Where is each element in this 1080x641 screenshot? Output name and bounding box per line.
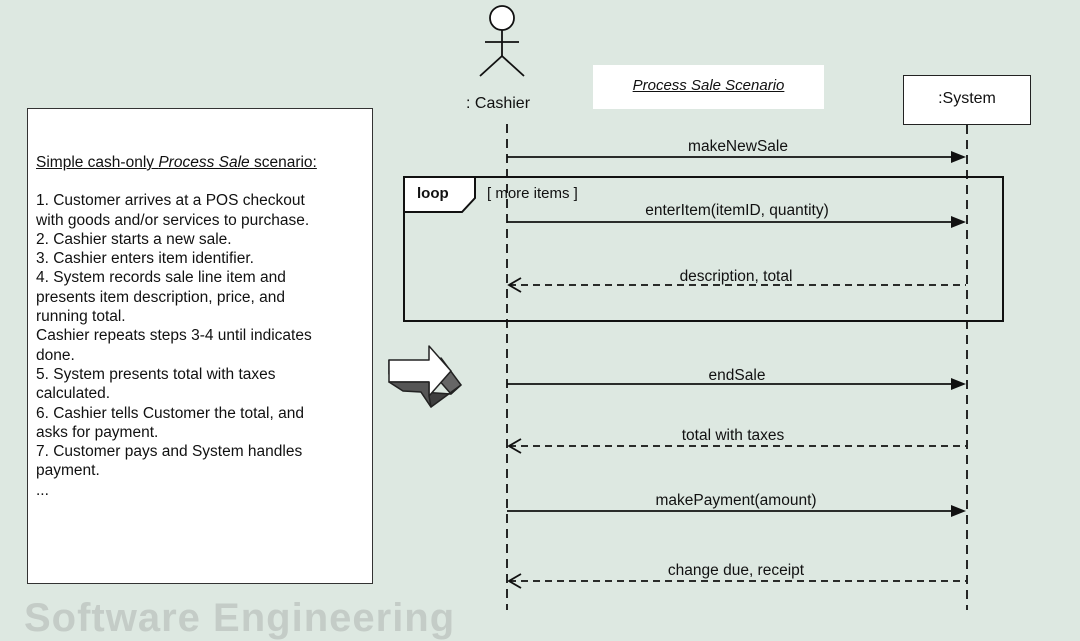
- scenario-step: 2. Cashier starts a new sale.: [36, 230, 232, 248]
- return-description-total-arrow: [507, 277, 966, 293]
- right-arrow-icon: [388, 345, 462, 408]
- loop-tag-pentagon: [403, 176, 476, 213]
- message-make-new-sale-label: makeNewSale: [688, 138, 788, 155]
- diagram-title: Process Sale Scenario: [593, 65, 824, 109]
- scenario-step: 6. Cashier tells Customer the total, and…: [36, 404, 304, 441]
- sequence-diagram: [388, 5, 1004, 610]
- scenario-text-box: Simple cash-only Process Sale scenario: …: [27, 108, 373, 584]
- loop-guard-label: [ more items ]: [487, 185, 578, 202]
- return-change-due-label: change due, receipt: [667, 562, 805, 579]
- scenario-step: 1. Customer arrives at a POS checkout wi…: [36, 192, 310, 229]
- scenario-step: Cashier repeats steps 3-4 until indicate…: [36, 327, 312, 364]
- return-total-with-taxes-label: total with taxes: [681, 427, 785, 444]
- cashier-actor-icon: [479, 5, 525, 77]
- message-make-new-sale-arrow: [507, 151, 966, 163]
- message-make-payment-label: makePayment(amount): [655, 492, 817, 509]
- scenario-step: 3. Cashier enters item identifier.: [36, 250, 254, 268]
- loop-fragment: [403, 176, 1004, 322]
- message-enter-item-arrow: [507, 216, 966, 228]
- scenario-step: 5. System presents total with taxes calc…: [36, 365, 276, 403]
- message-make-payment-arrow: [507, 505, 966, 517]
- scenario-step: ...: [36, 481, 49, 499]
- return-total-with-taxes-arrow: [507, 438, 966, 454]
- scenario-step: 4. System records sale line item and pre…: [36, 269, 286, 326]
- return-description-total-label: description, total: [679, 268, 793, 285]
- return-change-due-arrow: [507, 573, 966, 589]
- footer-watermark: Software Engineering: [24, 596, 456, 640]
- scenario-heading: Simple cash-only Process Sale scenario:: [36, 154, 317, 171]
- scenario-step: 7. Customer pays and System handles paym…: [36, 443, 303, 480]
- system-lifeline-head: :System: [903, 75, 1031, 125]
- message-end-sale-label: endSale: [708, 367, 766, 384]
- message-enter-item-label: enterItem(itemID, quantity): [645, 202, 829, 219]
- message-end-sale-arrow: [507, 378, 966, 390]
- loop-operator-label: loop: [417, 185, 449, 202]
- cashier-actor-label: : Cashier: [466, 95, 531, 112]
